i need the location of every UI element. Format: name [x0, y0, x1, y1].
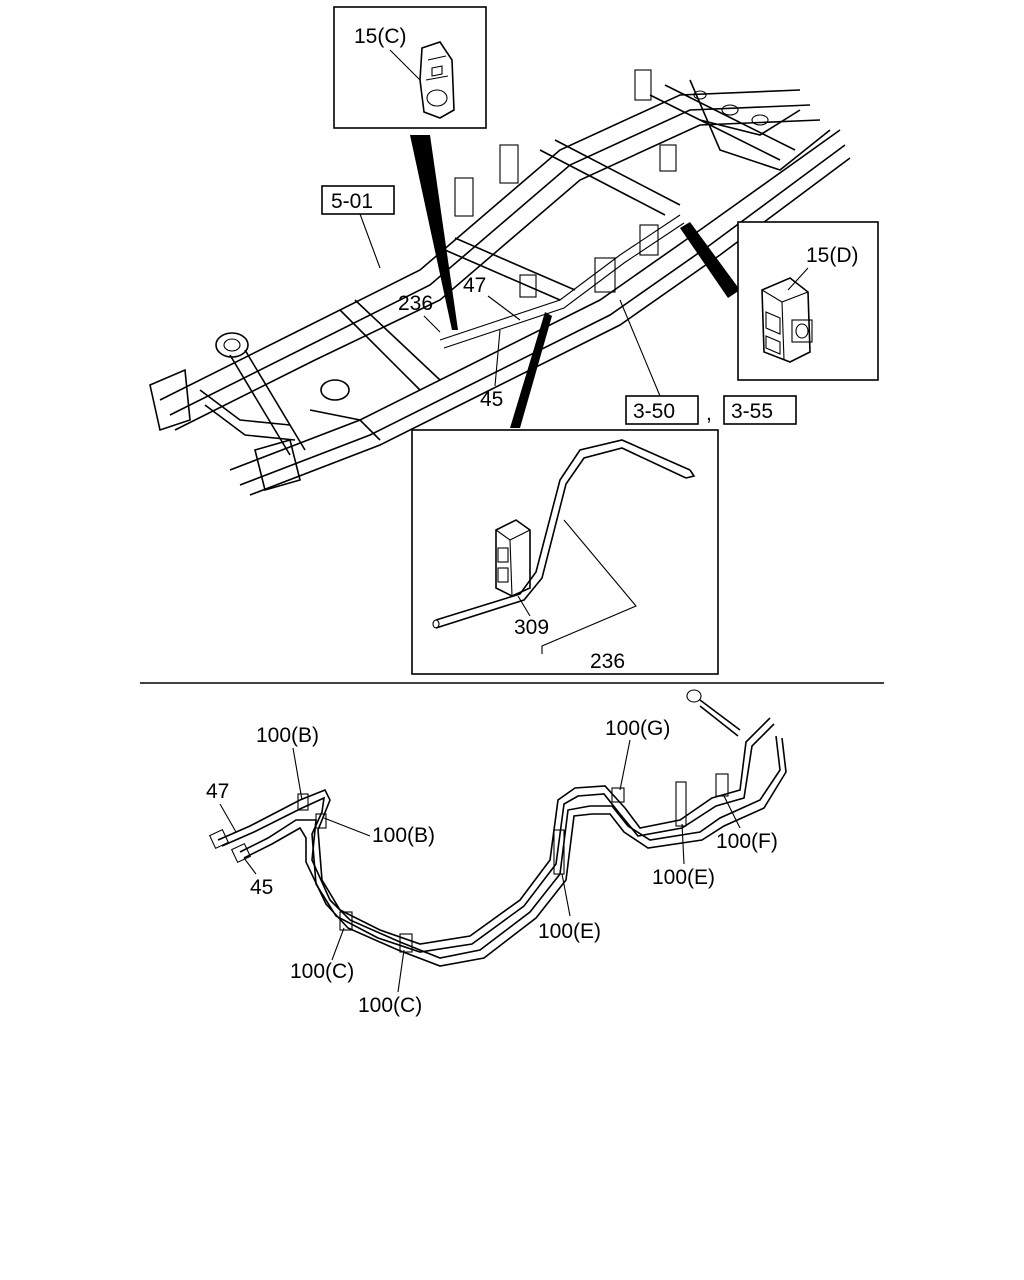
label-236-top: 236 [398, 292, 433, 315]
label-309: 309 [514, 616, 549, 639]
label-47-bottom: 47 [206, 780, 229, 803]
label-clip-c: 15(C) [354, 25, 407, 48]
label-clamp-b-mid: 100(B) [372, 824, 435, 847]
label-45-top: 45 [480, 388, 503, 411]
leader-fan-d [680, 222, 740, 298]
ref-pipe-a: 3-50 [633, 400, 675, 423]
inset-pipe-clip [411, 429, 719, 675]
pipe-assembly-drawing [208, 689, 787, 967]
ref-box-pipe-b [723, 395, 797, 425]
ref-pipe-b: 3-55 [731, 400, 773, 423]
inset-pipe-drawing [432, 439, 696, 629]
label-236-inset: 236 [590, 650, 625, 673]
label-clamp-b-top: 100(B) [256, 724, 319, 747]
ref-box-frame [321, 185, 395, 215]
ref-separator: , [706, 402, 712, 425]
label-clamp-c-left: 100(C) [290, 960, 354, 983]
clip-c-drawing [419, 41, 455, 119]
label-clamp-g: 100(G) [605, 717, 670, 740]
label-clamp-c-right: 100(C) [358, 994, 422, 1017]
ref-frame: 5-01 [331, 190, 373, 213]
ref-box-pipe-a [625, 395, 699, 425]
clip-d-drawing [761, 277, 813, 363]
label-47-top: 47 [463, 274, 486, 297]
inset-clip-c [333, 6, 487, 129]
label-45-bottom: 45 [250, 876, 273, 899]
leader-fan-bottom [510, 312, 552, 428]
label-clamp-e-mid: 100(E) [538, 920, 601, 943]
label-clamp-f: 100(F) [716, 830, 778, 853]
label-clamp-e-right: 100(E) [652, 866, 715, 889]
label-clip-d: 15(D) [806, 244, 859, 267]
leader-fan-c [410, 135, 458, 330]
